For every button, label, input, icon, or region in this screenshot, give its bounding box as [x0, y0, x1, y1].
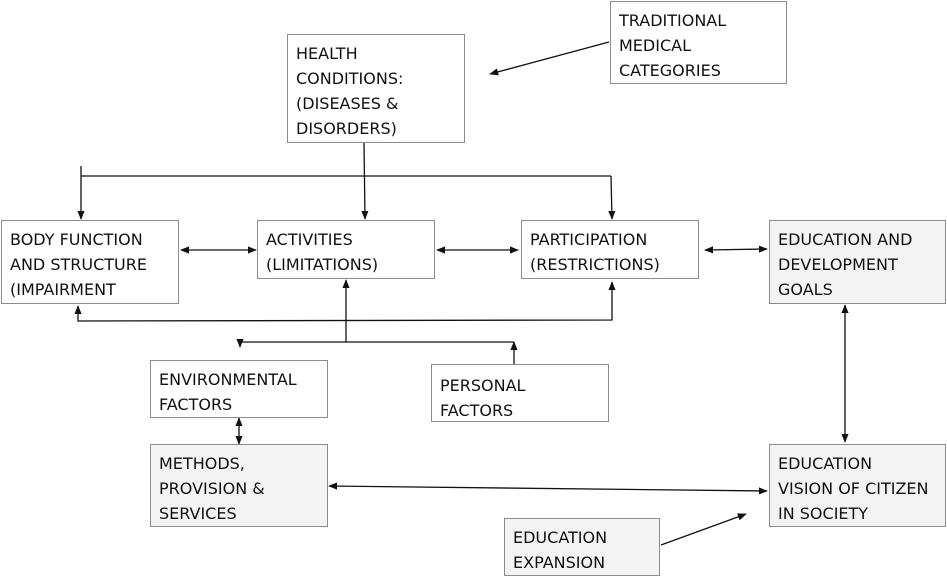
box-label: (DISEASES & [296, 94, 399, 113]
methods-provision-services-box: METHODS, PROVISION & SERVICES [150, 444, 328, 527]
arrow-methods-vision [328, 482, 768, 495]
box-label: PARTICIPATION [530, 230, 648, 249]
box-label: AND STRUCTURE [10, 255, 147, 274]
box-label: DISORDERS) [296, 119, 397, 138]
box-label: VISION OF CITIZEN [778, 479, 929, 498]
participation-box: PARTICIPATION (RESTRICTIONS) [521, 220, 699, 279]
arrow-health-to-activities [361, 142, 369, 220]
box-label: (RESTRICTIONS) [530, 255, 660, 274]
box-label: PROVISION & [159, 479, 265, 498]
activities-box: ACTIVITIES (LIMITATIONS) [257, 220, 435, 279]
education-development-goals-box: EDUCATION AND DEVELOPMENT GOALS [769, 220, 946, 304]
education-expansion-box: EDUCATION EXPANSION [504, 518, 660, 576]
box-label: EDUCATION [513, 528, 608, 547]
box-label: FACTORS [159, 395, 233, 414]
box-label: CONDITIONS: [296, 69, 404, 88]
body-function-structure-box: BODY FUNCTION AND STRUCTURE (IMPAIRMENT [1, 220, 179, 304]
box-label: TRADITIONAL [619, 11, 727, 30]
box-label: PERSONAL [440, 376, 526, 395]
arrow-traditional-to-health [489, 41, 610, 76]
box-label: CATEGORIES [619, 61, 721, 80]
arrow-expansion-to-vision [660, 513, 747, 546]
box-label: EDUCATION AND [778, 230, 913, 249]
box-label: (IMPAIRMENT [10, 280, 116, 299]
personal-factors-box: PERSONAL FACTORS [431, 364, 609, 422]
arrow-top-to-participation [608, 175, 616, 220]
box-label: METHODS, [159, 454, 245, 473]
box-label: EDUCATION [778, 454, 873, 473]
environmental-factors-box: ENVIRONMENTAL FACTORS [150, 360, 328, 418]
box-label: EXPANSION [513, 553, 606, 572]
box-label: IN SOCIETY [778, 504, 869, 523]
health-conditions-box: HEALTH CONDITIONS: (DISEASES & DISORDERS… [287, 34, 465, 143]
box-label: BODY FUNCTION [10, 230, 143, 249]
arrow-participation-goals [704, 245, 768, 254]
box-label: HEALTH [296, 44, 358, 63]
box-label: GOALS [778, 280, 833, 299]
box-label: (LIMITATIONS) [266, 255, 379, 274]
bottom-feedback-line [74, 281, 616, 322]
traditional-medical-categories-box: TRADITIONAL MEDICAL CATEGORIES [610, 1, 787, 84]
box-label: MEDICAL [619, 36, 691, 55]
box-label: DEVELOPMENT [778, 255, 898, 274]
box-label: FACTORS [440, 401, 514, 420]
box-label: ENVIRONMENTAL [159, 370, 297, 389]
box-label: SERVICES [159, 504, 237, 523]
education-vision-citizen-box: EDUCATION VISION OF CITIZEN IN SOCIETY [769, 444, 946, 527]
box-label: ACTIVITIES [266, 230, 353, 249]
